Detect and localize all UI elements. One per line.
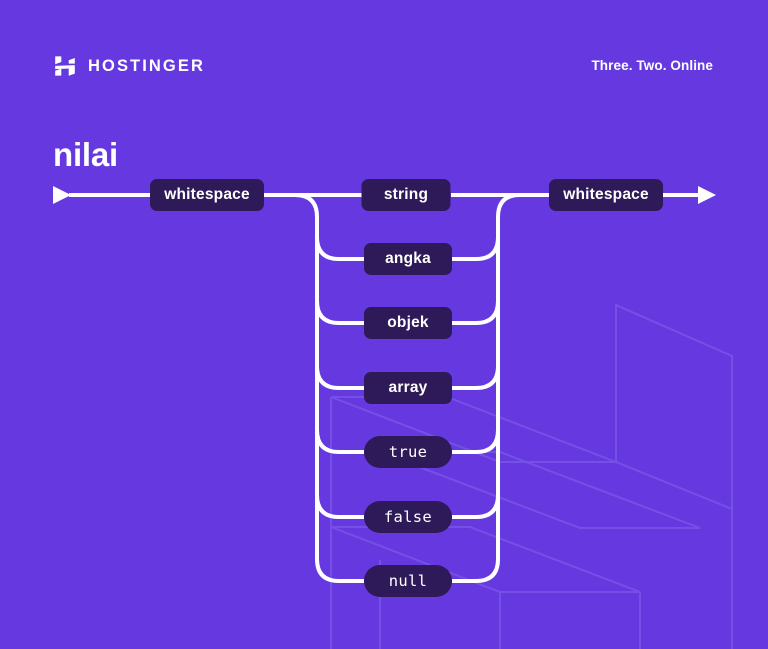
node-whitespace-suffix[interactable]: whitespace [549,179,663,211]
start-marker-icon [53,186,71,204]
page-title: nilai [53,136,119,174]
rail-left-stub-objek [315,300,364,325]
node-true[interactable]: true [364,436,452,468]
brand-wordmark: HOSTINGER [88,56,205,75]
node-string[interactable]: string [361,179,451,211]
hostinger-h-mark-icon [55,56,75,76]
rail-right-stub-objek [452,300,500,325]
header: HOSTINGER Three. Two. Online [0,0,768,110]
rail-left-stub-false [315,494,364,519]
node-null[interactable]: null [364,565,452,597]
rail-left-spine [294,193,340,583]
rail-right-stub-angka [452,236,500,261]
node-objek[interactable]: objek [364,307,452,339]
rail-left-stub-angka [315,236,364,261]
brand-tagline: Three. Two. Online [591,58,713,73]
rail-right-stub-array [452,365,500,390]
node-angka[interactable]: angka [364,243,452,275]
end-marker-icon [698,186,716,204]
node-whitespace-prefix[interactable]: whitespace [150,179,264,211]
node-false[interactable]: false [364,501,452,533]
node-array[interactable]: array [364,372,452,404]
rail-left-stub-array [315,365,364,390]
brand-lockup: HOSTINGER [53,54,205,78]
